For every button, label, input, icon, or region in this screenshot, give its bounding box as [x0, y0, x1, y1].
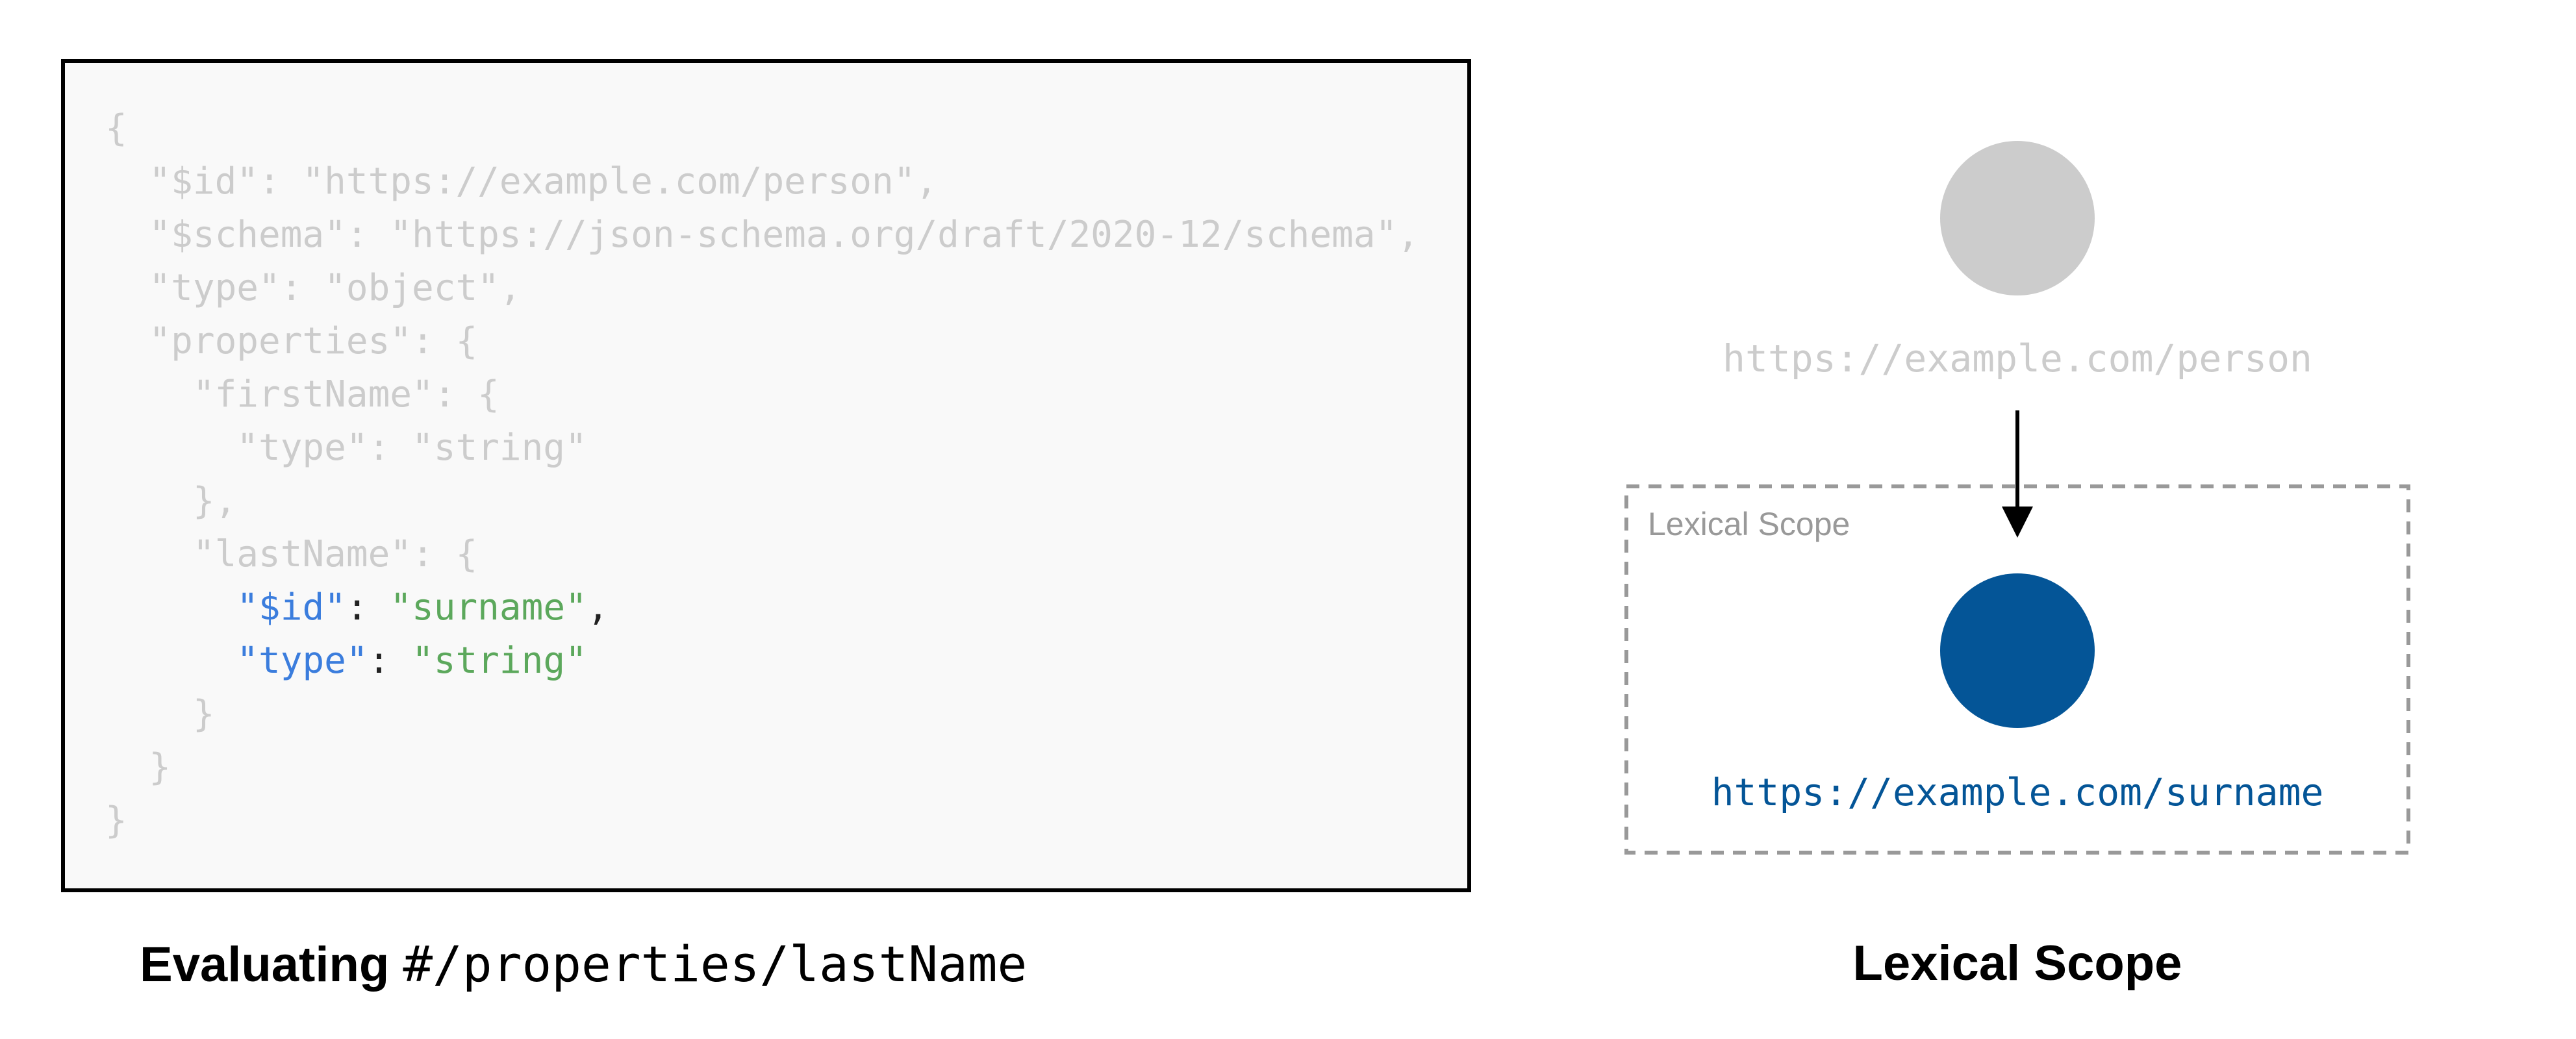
code-line: {: [105, 107, 127, 149]
code-line: },: [105, 480, 237, 522]
code-line: "$id": "https://example.com/person",: [105, 160, 938, 203]
code-line: }: [105, 799, 127, 842]
highlighted-value: "surname": [390, 586, 587, 629]
code-line: "type": "string": [105, 427, 587, 469]
code-line: }: [105, 693, 215, 735]
highlighted-key: "type": [236, 640, 368, 682]
arrow-head: [2002, 507, 2033, 538]
code-line: "lastName": {: [105, 533, 478, 575]
evaluating-caption: Evaluating #/properties/lastName: [140, 935, 1027, 993]
comma: ,: [587, 586, 609, 629]
caption-pointer: #/properties/lastName: [403, 935, 1028, 993]
parent-node: [1940, 141, 2095, 295]
child-url: https://example.com/surname: [1711, 770, 2324, 814]
code-line: "$schema": "https://json-schema.org/draf…: [105, 214, 1419, 256]
parent-url: https://example.com/person: [1723, 336, 2312, 381]
highlighted-value: "string": [412, 640, 587, 682]
separator: :: [368, 640, 412, 682]
scope-label: Lexical Scope: [1648, 506, 1850, 542]
code-line: "firstName": {: [105, 373, 499, 416]
schema-code: { "$id": "https://example.com/person", "…: [105, 102, 1419, 847]
schema-code-panel: { "$id": "https://example.com/person", "…: [61, 59, 1471, 892]
highlighted-key: "$id": [236, 586, 346, 629]
separator: :: [346, 586, 390, 629]
code-line: }: [105, 746, 171, 788]
code-line: "properties": {: [105, 320, 478, 362]
code-line: "type": "object",: [105, 267, 522, 309]
caption-bold: Evaluating: [140, 937, 403, 992]
child-node: [1940, 573, 2095, 728]
lexical-scope-caption: Lexical Scope: [1852, 936, 2182, 991]
